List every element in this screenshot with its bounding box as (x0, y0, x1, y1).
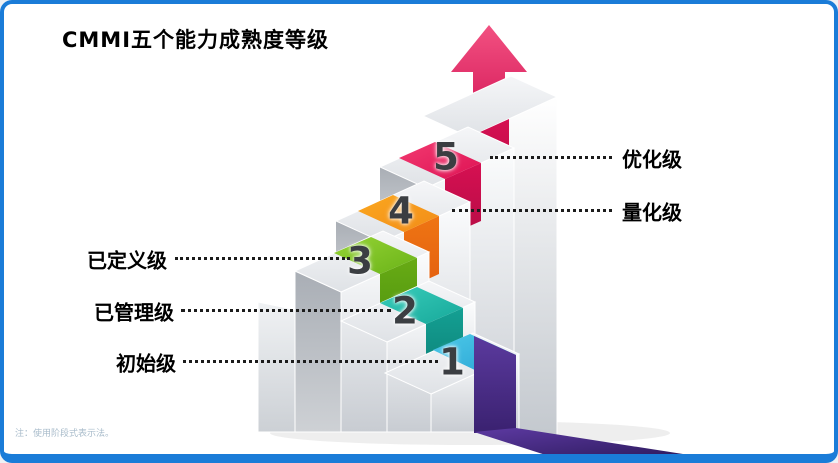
level-5-label: 优化级 (622, 147, 682, 172)
level5-ribbon (399, 142, 481, 179)
level3-ribbon (334, 237, 417, 274)
level-1-number: 1 (439, 340, 465, 384)
level-3-number: 3 (347, 239, 373, 283)
level-4-number: 4 (388, 189, 414, 233)
level-2-number: 2 (392, 289, 418, 333)
up-arrow-icon (451, 25, 527, 142)
level2-ribbon (380, 287, 463, 324)
level-4-dotted-line (452, 209, 612, 212)
purple-ribbon-side (474, 336, 516, 433)
level-1-dotted-line (183, 360, 438, 363)
level-3-dotted-line (175, 257, 350, 260)
level-5-number: 5 (433, 135, 459, 179)
footnote: 注：使用阶段式表示法。 (15, 429, 115, 439)
purple-ribbon-floor (474, 428, 683, 454)
level-2-label: 已管理级 (94, 300, 174, 325)
level-2-dotted-line (181, 309, 391, 312)
page-title: CMMI五个能力成熟度等级 (62, 28, 330, 52)
level-5-dotted-line (490, 156, 612, 159)
level-3-label: 已定义级 (87, 248, 167, 273)
level-4-label: 量化级 (622, 200, 682, 225)
base-platform-corner-face (294, 270, 342, 433)
level-1-label: 初始级 (116, 351, 176, 376)
level4-ribbon (358, 195, 439, 232)
wall-top-face (421, 75, 559, 138)
